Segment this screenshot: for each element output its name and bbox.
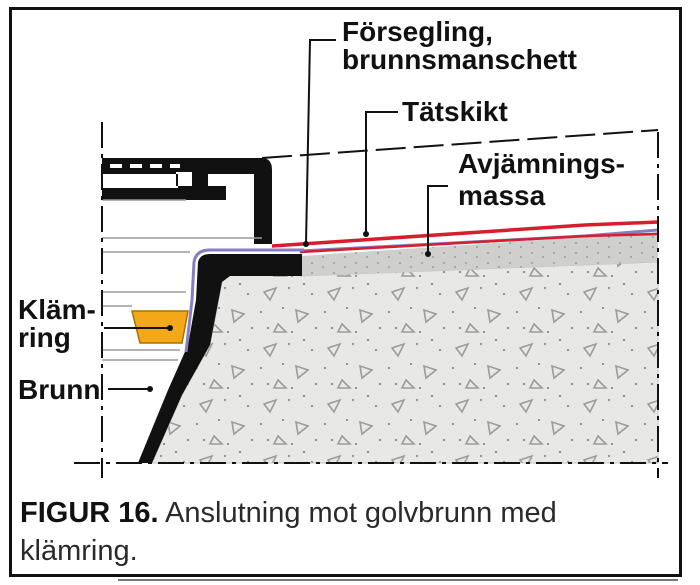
leveling-compound — [300, 232, 658, 276]
membrane-layer — [271, 220, 659, 248]
leader-lines — [104, 39, 448, 390]
figure-number: FIGUR 16. — [20, 497, 159, 529]
leader-dots — [147, 231, 431, 392]
label-clamp-line2: ring — [18, 322, 71, 353]
figure-caption: FIGUR 16. Anslutning mot golvbrunn med k… — [20, 494, 670, 570]
label-membrane: Tätskikt — [402, 96, 508, 127]
label-sealing-line1: Försegling, — [342, 16, 493, 47]
label-leveling-line2: massa — [458, 180, 546, 211]
figure-frame — [9, 7, 682, 577]
guide-lines — [74, 122, 668, 478]
drain-lid — [102, 158, 272, 244]
label-clamp-line1: Kläm- — [18, 294, 96, 325]
membrane-layer-lower — [299, 232, 659, 254]
drain-outline-lines — [102, 199, 262, 361]
label-leveling-line1: Avjämnings- — [458, 148, 625, 179]
drain-body — [138, 254, 302, 463]
caption-text: Anslutning mot golvbrunn med klämring. — [20, 497, 557, 567]
drain-sleeve — [184, 248, 304, 353]
label-drain: Brunn — [18, 374, 101, 405]
bottom-rule — [118, 579, 678, 581]
label-sealing-line2: brunnsmanschett — [342, 44, 577, 75]
concrete-slab — [151, 257, 659, 464]
